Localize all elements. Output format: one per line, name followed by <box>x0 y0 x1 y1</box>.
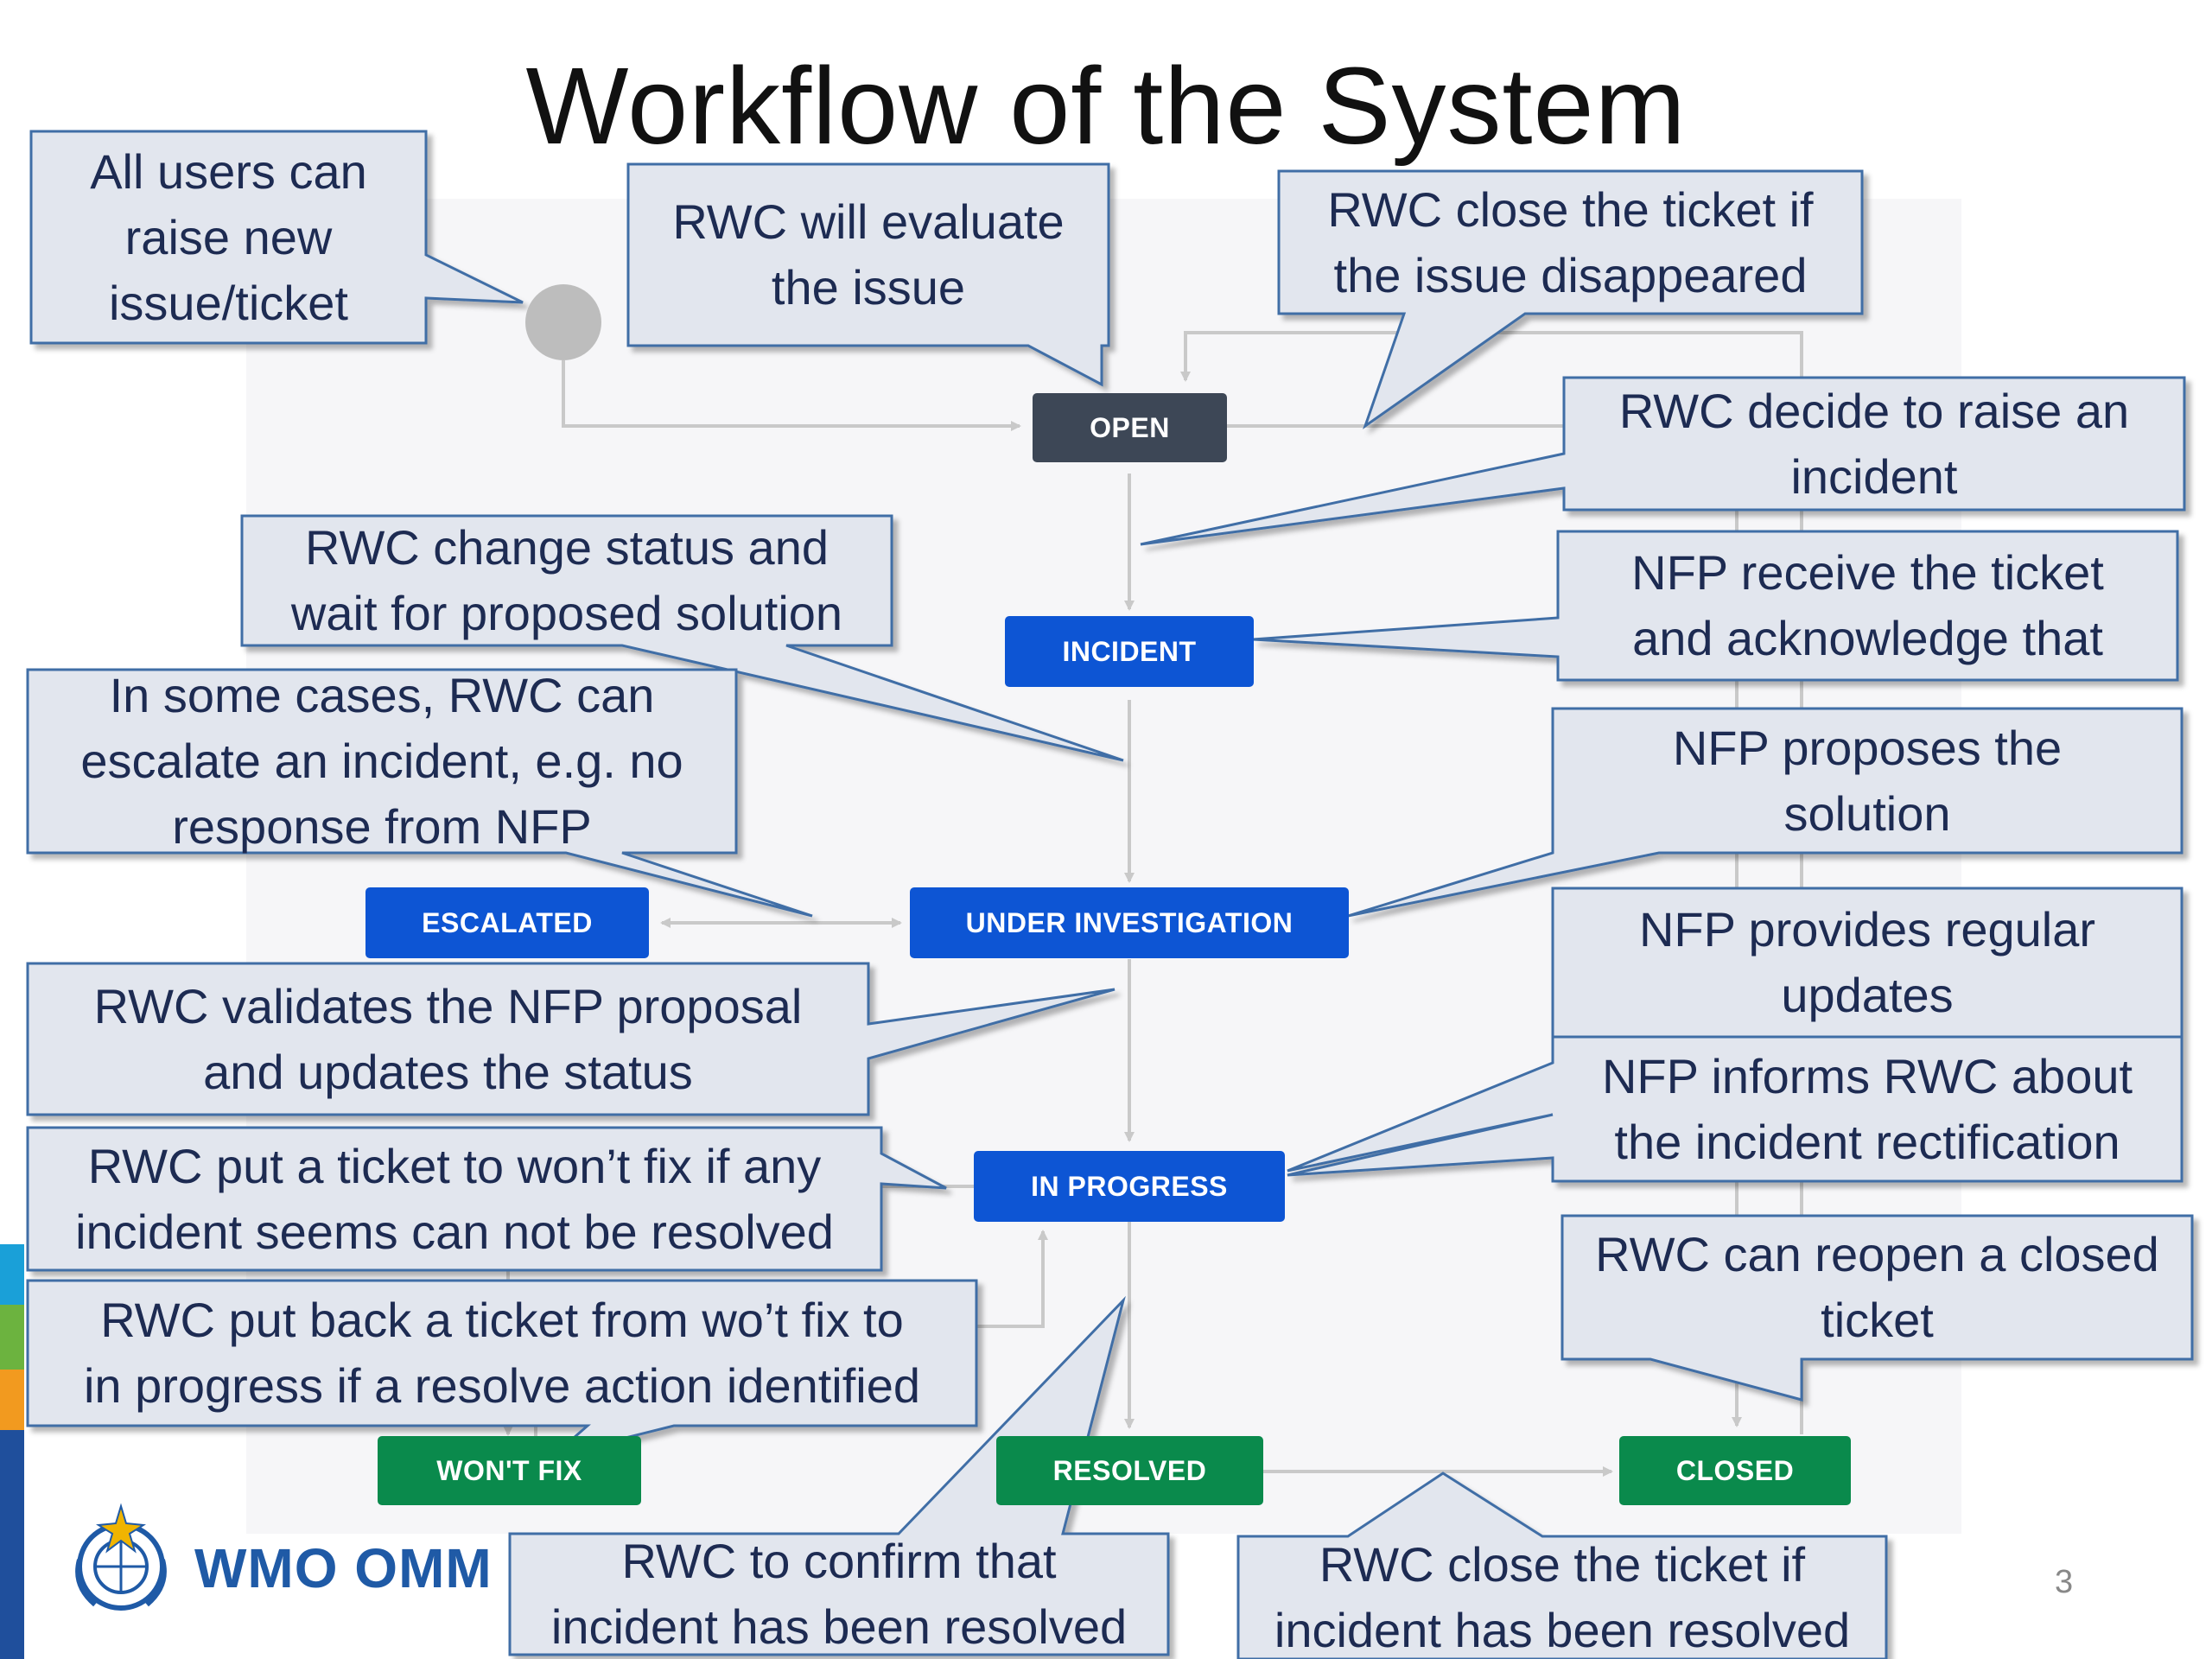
callout-shapes <box>26 130 2194 1659</box>
callout-escalate-bubble <box>26 668 813 918</box>
stripe-blue <box>0 1430 24 1659</box>
callout-nfp-inform: NFP informs RWC about the incident recti… <box>1601 1048 2133 1169</box>
callout-put-back: RWC put back a ticket from wo’t fix to i… <box>83 1293 921 1413</box>
callout-raise-incident-bubble <box>1140 376 2186 546</box>
callout-change-status-bubble <box>240 514 1124 762</box>
callout-confirm-resolved: RWC to confirm that incident has been re… <box>550 1534 1128 1654</box>
stripe-cyan <box>0 1244 24 1305</box>
logo-text: WMO OMM <box>194 1537 493 1599</box>
callout-nfp-propose-bubble <box>1347 707 2183 918</box>
callout-validate-bubble <box>26 962 1116 1116</box>
status-under-investigation[interactable]: UNDER INVESTIGATION <box>910 887 1349 958</box>
status-in-progress[interactable]: IN PROGRESS <box>974 1151 1285 1222</box>
callout-nfp-receive-bubble <box>1252 530 2179 682</box>
callout-close-disappeared: RWC close the ticket if the issue disapp… <box>1327 181 1814 302</box>
edge-start-open <box>562 360 1021 431</box>
callout-validate: RWC validates the NFP proposal and updat… <box>93 978 803 1099</box>
status-open[interactable]: OPEN <box>1033 393 1227 462</box>
callout-nfp-updates: NFP provides regular updates <box>1638 902 2096 1022</box>
page-number: 3 <box>2055 1564 2074 1600</box>
stripe-green <box>0 1305 24 1370</box>
status-resolved[interactable]: RESOLVED <box>996 1436 1263 1505</box>
stripe-orange <box>0 1370 24 1430</box>
callout-escalate: In some cases, RWC can escalate an incid… <box>80 668 683 854</box>
callout-raise-issue: All users can raise new issue/ticket <box>90 143 367 330</box>
start-node <box>525 284 601 360</box>
callout-reopen: RWC can reopen a closed ticket <box>1595 1227 2159 1347</box>
callout-nfp-inform-bubble <box>1287 1035 2183 1183</box>
callout-raise-incident: RWC decide to raise an incident <box>1618 383 2130 504</box>
callout-reopen-bubble <box>1560 1214 2194 1402</box>
callout-wont-fix: RWC put a ticket to won’t fix if any inc… <box>75 1138 834 1259</box>
wmo-emblem-icon <box>75 1503 167 1611</box>
status-incident[interactable]: INCIDENT <box>1005 616 1254 687</box>
callout-evaluate: RWC will evaluate the issue <box>672 194 1065 315</box>
page-title: Workflow of the System <box>525 45 1687 167</box>
status-closed[interactable]: CLOSED <box>1619 1436 1851 1505</box>
status-escalated[interactable]: ESCALATED <box>365 887 649 958</box>
callout-nfp-receive: NFP receive the ticket and acknowledge t… <box>1631 545 2104 665</box>
callout-confirm-resolved-bubble <box>508 1295 1170 1656</box>
callout-close-resolved: RWC close the ticket if incident has bee… <box>1274 1537 1851 1657</box>
callout-evaluate-bubble <box>626 162 1110 387</box>
callout-wont-fix-bubble <box>26 1126 947 1272</box>
callout-close-resolved-bubble <box>1236 1471 1888 1659</box>
callout-change-status: RWC change status and wait for proposed … <box>290 520 843 640</box>
callout-nfp-propose: NFP proposes the solution <box>1672 720 2063 841</box>
status-wont-fix[interactable]: WON'T FIX <box>378 1436 641 1505</box>
callout-close-disappeared-bubble <box>1277 169 1864 429</box>
callout-raise-issue-bubble <box>29 130 524 345</box>
